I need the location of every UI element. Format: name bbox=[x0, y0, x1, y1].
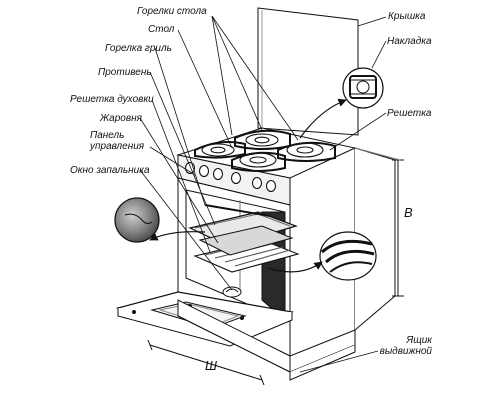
grates bbox=[194, 129, 336, 172]
label-width: Ш bbox=[205, 358, 217, 373]
arrow-rack bbox=[267, 261, 323, 273]
arrow-ignition bbox=[149, 231, 206, 241]
label-height: В bbox=[404, 205, 413, 220]
label-roasting-pan: Жаровня bbox=[100, 113, 142, 124]
label-oven-rack: Решетка духовки bbox=[70, 94, 154, 105]
label-ignition-window: Окно запальника bbox=[70, 165, 150, 176]
burners bbox=[201, 133, 324, 168]
label-control-panel: Панель управления bbox=[90, 130, 145, 152]
label-drawer: Ящик выдвижной bbox=[379, 335, 432, 357]
label-burners: Горелки стола bbox=[137, 6, 207, 17]
rack-detail bbox=[319, 231, 377, 281]
label-grill-burner: Горелка гриль bbox=[105, 43, 172, 54]
grill-burner bbox=[204, 204, 271, 217]
label-table: Стол bbox=[148, 24, 175, 35]
roasting-pan bbox=[198, 225, 294, 256]
oven-ignition-hole bbox=[222, 286, 242, 298]
label-lid: Крышка bbox=[388, 11, 426, 22]
lid bbox=[257, 7, 359, 136]
label-overlay: Накладка bbox=[387, 36, 432, 47]
width-dimension bbox=[149, 344, 263, 381]
label-baking-tray: Противень bbox=[98, 67, 152, 78]
leader-lines bbox=[139, 15, 387, 373]
ignition-window-detail bbox=[114, 197, 160, 243]
label-grate: Решетка bbox=[387, 108, 432, 119]
arrow-overlay bbox=[299, 98, 347, 139]
